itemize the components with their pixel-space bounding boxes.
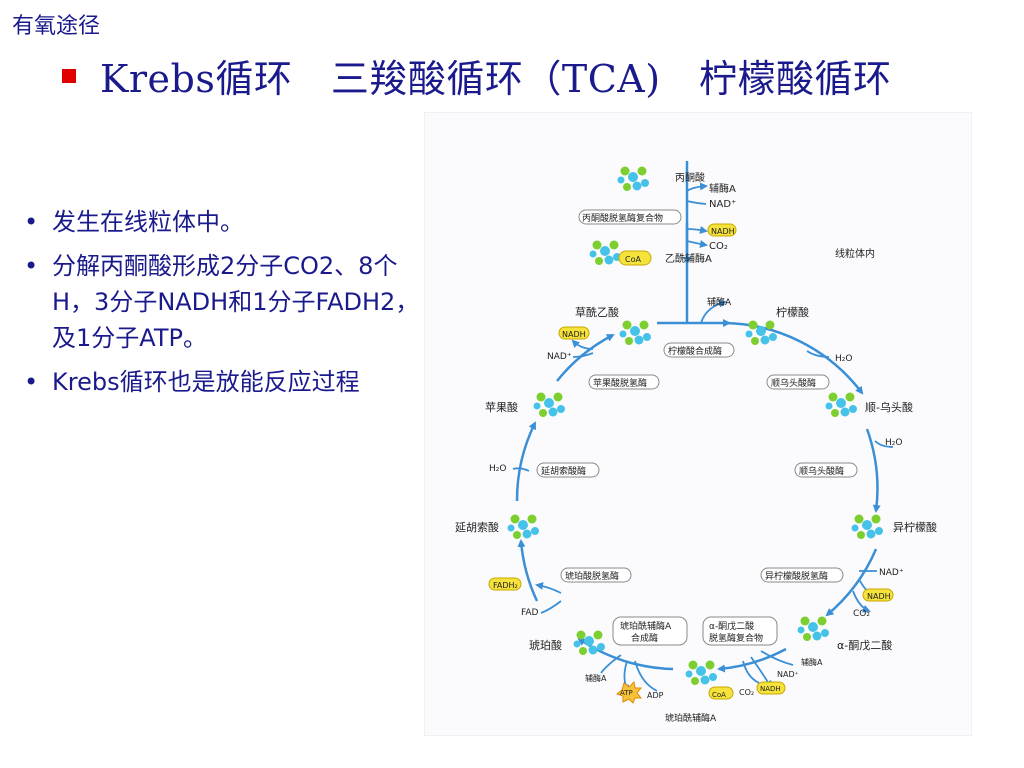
diagram-label: NAD⁺ bbox=[879, 568, 904, 578]
slide-title: Krebs循环 三羧酸循环（TCA) 柠檬酸循环 bbox=[100, 57, 892, 101]
diagram-label: 乙酰辅酶A bbox=[665, 252, 712, 265]
diagram-label: 辅酶A bbox=[801, 657, 823, 667]
diagram-label: H₂O bbox=[885, 438, 902, 448]
title-bullet-square bbox=[62, 68, 76, 83]
diagram-label: 合成酶 bbox=[631, 632, 658, 644]
bullet-item: Krebs循环也是放能反应过程 bbox=[22, 364, 422, 400]
diagram-label: 延胡索酸酶 bbox=[541, 465, 586, 477]
diagram-label: CoA bbox=[625, 255, 641, 264]
diagram-label: 异柠檬酸 bbox=[893, 520, 937, 534]
diagram-label: 顺-乌头酸 bbox=[865, 400, 913, 414]
diagram-label: H₂O bbox=[489, 464, 506, 474]
diagram-label: 脱氢酶复合物 bbox=[709, 632, 763, 644]
diagram-label: 柠檬酸合成酶 bbox=[668, 345, 722, 357]
krebs-cycle-diagram: 丙酮酸 辅酶A NAD⁺ 丙酮酸脱氢酶复合物 NADH CO₂ CoA 乙酰辅酶… bbox=[424, 112, 972, 736]
molecule-icon bbox=[507, 514, 539, 539]
diagram-label: 苹果酸脱氢酶 bbox=[593, 377, 647, 389]
diagram-label: α-酮戊二酸 bbox=[837, 638, 892, 652]
diagram-label: NADH bbox=[562, 330, 586, 339]
diagram-label: 顺乌头酸酶 bbox=[799, 465, 844, 477]
bullet-item: 发生在线粒体中。 bbox=[22, 204, 422, 240]
molecule-icon bbox=[685, 660, 717, 685]
diagram-label: 草酰乙酸 bbox=[575, 305, 619, 319]
bullet-item: 分解丙酮酸形成2分子CO2、8个H，3分子NADH和1分子FADH2，及1分子A… bbox=[22, 248, 422, 356]
diagram-label: NAD⁺ bbox=[709, 199, 736, 210]
diagram-label: 延胡索酸 bbox=[455, 520, 499, 534]
diagram-label: FAD bbox=[521, 608, 539, 618]
diagram-label: 异柠檬酸脱氢酶 bbox=[765, 570, 828, 582]
diagram-label: CoA bbox=[712, 691, 726, 699]
bullet-list: 发生在线粒体中。 分解丙酮酸形成2分子CO2、8个H，3分子NADH和1分子FA… bbox=[22, 204, 422, 408]
diagram-label: FADH₂ bbox=[493, 581, 518, 590]
diagram-label: 柠檬酸 bbox=[776, 305, 809, 319]
diagram-label: 琥珀酰辅酶A bbox=[665, 712, 717, 724]
diagram-label: 辅酶A bbox=[707, 296, 732, 308]
diagram-label: 辅酶A bbox=[709, 182, 736, 195]
pyruvate-label: 丙酮酸 bbox=[675, 171, 705, 184]
slide-topic: 有氧途径 bbox=[12, 14, 101, 39]
diagram-label: CO₂ bbox=[853, 609, 870, 619]
diagram-label: 线粒体内 bbox=[835, 247, 875, 260]
slide-title-row: Krebs循环 三羧酸循环（TCA) 柠檬酸循环 bbox=[62, 48, 892, 103]
molecule-icon bbox=[533, 392, 565, 417]
acetyl-coa-molecule bbox=[589, 240, 621, 265]
diagram-label: 丙酮酸脱氢酶复合物 bbox=[582, 212, 663, 224]
diagram-label: 琥珀酰辅酶A bbox=[620, 620, 672, 632]
diagram-label: α-酮戊二酸 bbox=[709, 620, 754, 632]
diagram-label: NADH bbox=[760, 685, 781, 693]
diagram-label: 辅酶A bbox=[585, 673, 607, 683]
diagram-label: ADP bbox=[647, 691, 664, 700]
diagram-label: NAD⁺ bbox=[777, 670, 799, 679]
molecule-icon bbox=[851, 514, 883, 539]
diagram-label: 琥珀酸脱氢酶 bbox=[565, 570, 619, 582]
molecule-icon bbox=[825, 392, 857, 417]
molecule-icon bbox=[745, 320, 777, 345]
diagram-label: NADH bbox=[867, 592, 891, 601]
molecule-icon bbox=[797, 616, 829, 641]
diagram-label: 琥珀酸 bbox=[529, 638, 562, 652]
diagram-label: CO₂ bbox=[709, 241, 728, 252]
diagram-label: 苹果酸 bbox=[485, 400, 518, 414]
diagram-label: 顺乌头酸酶 bbox=[771, 377, 816, 389]
molecule-icon bbox=[619, 320, 651, 345]
diagram-label: ATP bbox=[620, 689, 633, 697]
pyruvate-molecule bbox=[617, 166, 649, 191]
diagram-label: NADH bbox=[711, 227, 735, 236]
diagram-label: NAD⁺ bbox=[547, 352, 572, 362]
diagram-label: H₂O bbox=[835, 354, 852, 364]
diagram-label: CO₂ bbox=[739, 688, 754, 697]
